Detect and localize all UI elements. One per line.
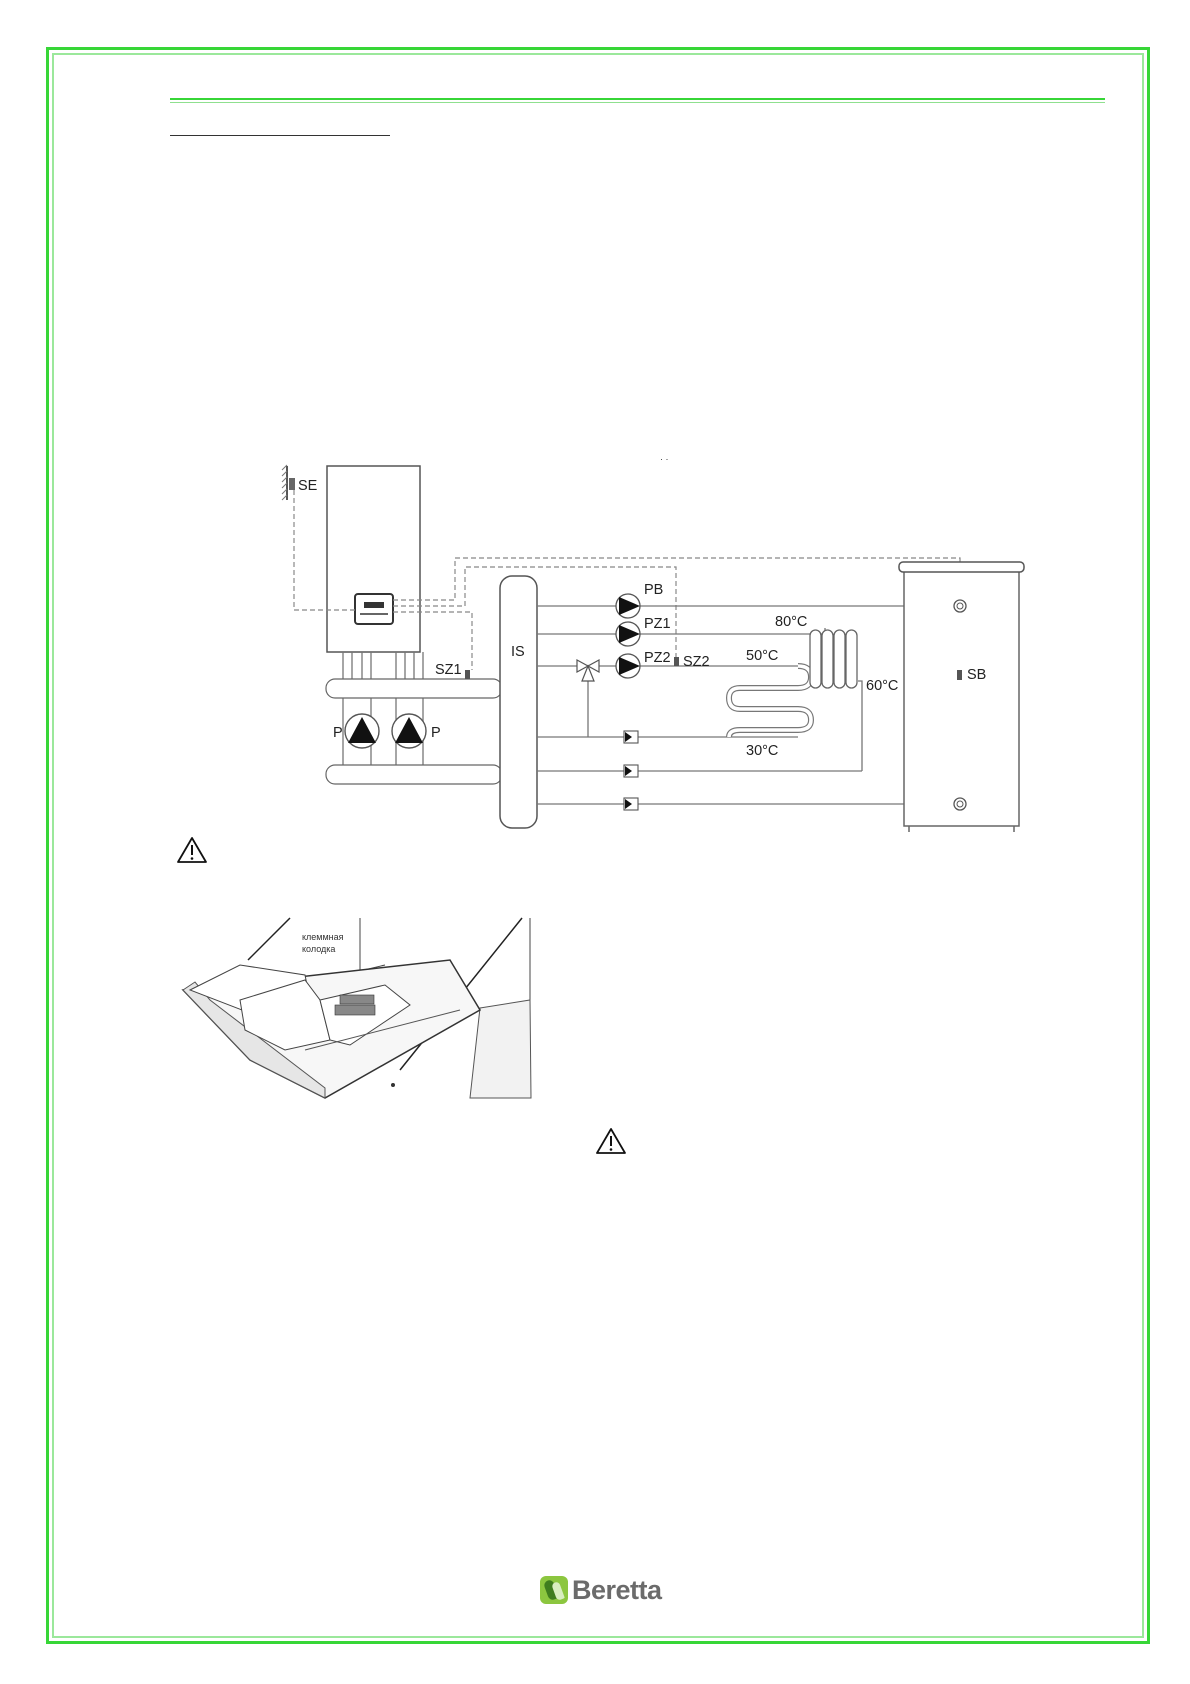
photo-label-line2: колодка: [302, 944, 335, 954]
boiler-pump-right: [391, 713, 427, 749]
flow-header-pipe: [325, 678, 503, 699]
line-radiator-return: [858, 680, 863, 771]
hydraulic-separator: [499, 575, 538, 829]
sensor-sb: [957, 670, 962, 680]
wire-sz2: [393, 566, 677, 662]
outdoor-sensor: [281, 464, 295, 501]
return-header-pipe: [325, 764, 503, 785]
label-t50: 50°C: [746, 648, 778, 664]
pump-pb: [615, 593, 641, 619]
label-sz1: SZ1: [435, 662, 462, 678]
underfloor-loop: [725, 663, 815, 738]
photo-label-line1: клеммная: [302, 932, 344, 942]
brand-name: Beretta: [572, 1574, 662, 1605]
label-t60: 60°C: [866, 678, 898, 694]
wire-sz1: [393, 611, 473, 670]
label-pb: PB: [644, 582, 663, 598]
label-p-right: P: [431, 725, 441, 741]
warning-icon-secondary: [596, 1128, 626, 1154]
mixing-valve: [576, 658, 600, 682]
radiator: [809, 628, 858, 689]
wire-se: [293, 490, 355, 611]
terminal-block-illustration: клеммная колодка: [178, 917, 532, 1099]
label-t30: 30°C: [746, 743, 778, 759]
beretta-logo-icon: [540, 1576, 568, 1604]
label-top-mark: · ·: [660, 454, 669, 464]
warning-icon: [177, 837, 207, 863]
tank-coil-outlet: [953, 797, 967, 811]
sensor-sz1: [465, 670, 470, 679]
check-valve-1: [623, 730, 639, 744]
section-heading-rule: [170, 135, 390, 136]
label-t80: 80°C: [775, 614, 807, 630]
label-is: IS: [511, 644, 525, 660]
check-valve-3: [623, 797, 639, 811]
label-sb: SB: [967, 667, 986, 683]
label-pz2: PZ2: [644, 650, 671, 666]
check-valve-2: [623, 764, 639, 778]
label-sz2: SZ2: [683, 654, 710, 670]
page-frame: [46, 47, 1150, 1644]
wire-sb: [393, 557, 961, 670]
pump-pz2: [615, 653, 641, 679]
pump-pz1: [615, 621, 641, 647]
sensor-sz2: [674, 657, 679, 666]
header-rule: [170, 98, 1105, 100]
tank-coil-inlet: [953, 599, 967, 613]
boiler-control-panel: [354, 593, 394, 625]
boiler-pump-left: [344, 713, 380, 749]
label-p-left: P: [333, 725, 343, 741]
label-pz1: PZ1: [644, 616, 671, 632]
header-rule-secondary: [170, 102, 1105, 103]
brand-logo: Beretta: [540, 1573, 662, 1607]
label-se: SE: [298, 478, 318, 494]
